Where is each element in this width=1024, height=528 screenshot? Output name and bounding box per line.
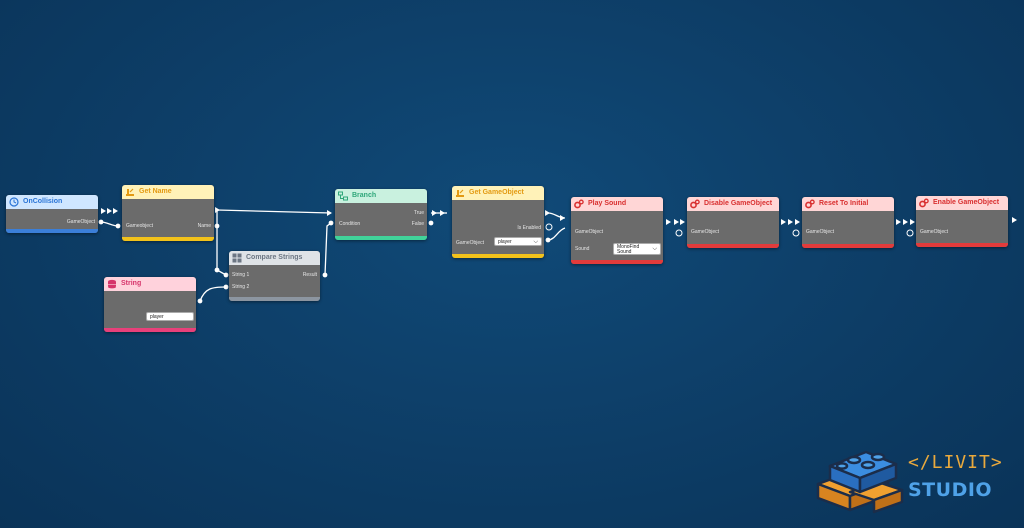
node-get-gameobject[interactable]: Get GameObject Is Enabled GameObject pla…: [452, 186, 544, 258]
logo-brand-text: </LIVIT>: [908, 452, 1003, 473]
node-disable-gameobject[interactable]: Disable GameObject GameObject: [687, 197, 779, 248]
node-title: Disable GameObject: [704, 200, 773, 207]
pin-string1-in[interactable]: String 1: [232, 272, 250, 278]
node-compare-strings[interactable]: Compare Strings String 1 String 2 Result: [229, 251, 320, 301]
gears-icon: [805, 199, 815, 209]
pin-gameobject-out[interactable]: GameObject: [66, 219, 95, 225]
pin-gameobject-in[interactable]: GameObject: [575, 229, 604, 235]
node-branch[interactable]: Branch True Condition False: [335, 189, 427, 240]
clock-icon: [9, 197, 19, 207]
node-title: Compare Strings: [246, 254, 303, 261]
gears-icon: [574, 199, 584, 209]
pin-is-enabled-out[interactable]: Is Enabled: [517, 225, 541, 231]
node-enable-gameobject[interactable]: Enable GameObject GameObject: [916, 196, 1008, 247]
node-title: Enable GameObject: [933, 199, 1000, 206]
pin-name-out[interactable]: Name: [197, 223, 211, 229]
pin-string2-in[interactable]: String 2: [232, 284, 250, 290]
database-icon: [108, 279, 116, 289]
gameobject-select[interactable]: player ⌵: [494, 237, 542, 246]
chevron-down-icon: ⌵: [533, 239, 538, 245]
node-get-name[interactable]: Get Name Gameobject Name: [122, 185, 214, 241]
pin-false-out[interactable]: False: [411, 221, 424, 227]
string-value-input[interactable]: player: [146, 312, 194, 321]
pin-gameobject-in[interactable]: GameObject: [920, 229, 949, 235]
compare-icon: [232, 253, 242, 263]
getter-icon: [126, 188, 134, 196]
getter-icon: [456, 189, 464, 197]
gears-icon: [690, 199, 700, 209]
sound-select[interactable]: MonoFind Sound Effect.wav ⌵: [613, 243, 661, 255]
pin-gameobject-in[interactable]: Gameobject: [126, 223, 153, 229]
node-title: Get GameObject: [469, 189, 524, 196]
logo-studio-text: STUDIO: [908, 479, 993, 501]
sound-select-value: MonoFind Sound Effect.wav: [617, 244, 640, 255]
pin-gameobject-in[interactable]: GameObject: [806, 229, 835, 235]
node-title: Play Sound: [588, 200, 627, 207]
node-string[interactable]: String player: [104, 277, 196, 332]
node-title: Reset To Initial: [819, 200, 869, 207]
branch-icon: [338, 191, 348, 201]
lego-bricks-icon: [816, 450, 904, 514]
gears-icon: [919, 198, 929, 208]
node-on-collision[interactable]: OnCollision GameObject: [6, 195, 98, 233]
node-title: Branch: [352, 192, 377, 199]
node-title: Get Name: [139, 188, 172, 195]
pin-gameobject-in[interactable]: GameObject: [456, 240, 485, 246]
pin-result-out[interactable]: Result: [302, 272, 317, 278]
pin-condition-in[interactable]: Condition: [339, 221, 361, 227]
node-title: String: [121, 280, 142, 287]
node-reset-to-initial[interactable]: Reset To Initial GameObject: [802, 197, 894, 248]
node-title: OnCollision: [23, 198, 63, 205]
gameobject-select-value: player: [498, 239, 512, 245]
pin-true-out[interactable]: True: [413, 210, 424, 216]
pin-sound-in[interactable]: Sound: [575, 246, 590, 252]
node-play-sound[interactable]: Play Sound GameObject Sound MonoFind Sou…: [571, 197, 663, 264]
pin-gameobject-in[interactable]: GameObject: [691, 229, 720, 235]
chevron-down-icon: ⌵: [652, 246, 657, 252]
